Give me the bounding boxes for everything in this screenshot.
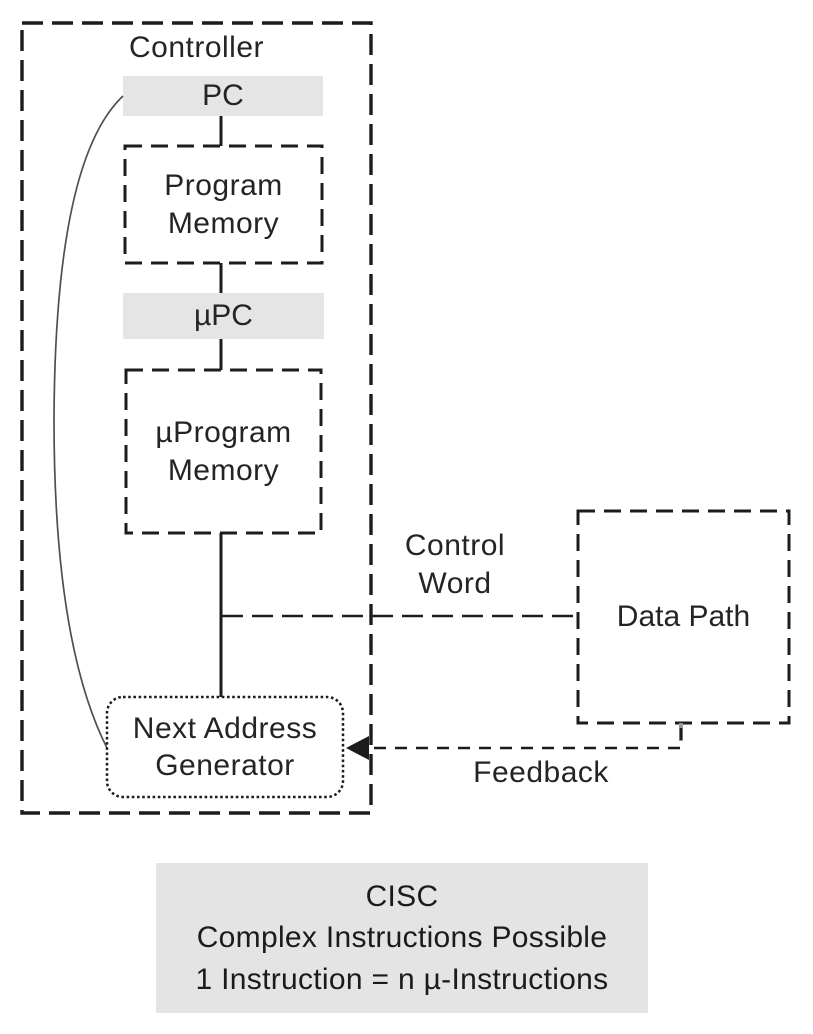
cisc-caption-line1: CISC <box>365 879 439 913</box>
controller-title: Controller <box>128 31 265 64</box>
data-path-box <box>576 509 791 725</box>
data-path-label: Data Path <box>616 600 751 633</box>
upc-register-fill <box>123 293 324 339</box>
next-address-generator-box <box>105 695 345 799</box>
program-memory-label: Program Memory <box>164 169 283 240</box>
feedback-wire <box>369 728 683 750</box>
cisc-caption-box: CISC Complex Instructions Possible 1 Ins… <box>156 863 648 1013</box>
upc-register-label: µPC <box>194 299 253 332</box>
pc-register-fill <box>123 76 323 116</box>
uprogram-memory-label: µProgram Memory <box>155 416 292 487</box>
cisc-caption-line2: Complex Instructions Possible <box>196 921 608 955</box>
uprogram-memory-box <box>124 368 323 535</box>
next-address-generator-label: Next Address Generator <box>132 711 318 783</box>
pc-register-label: PC <box>202 79 244 112</box>
feedback-label: Feedback <box>473 756 609 789</box>
feedback-arrowhead-icon <box>346 736 369 760</box>
cisc-caption-line3: 1 Instruction = n µ-Instructions <box>195 962 609 996</box>
pc-feedback-curve <box>53 95 124 751</box>
control-word-label: Control Word <box>404 529 506 600</box>
